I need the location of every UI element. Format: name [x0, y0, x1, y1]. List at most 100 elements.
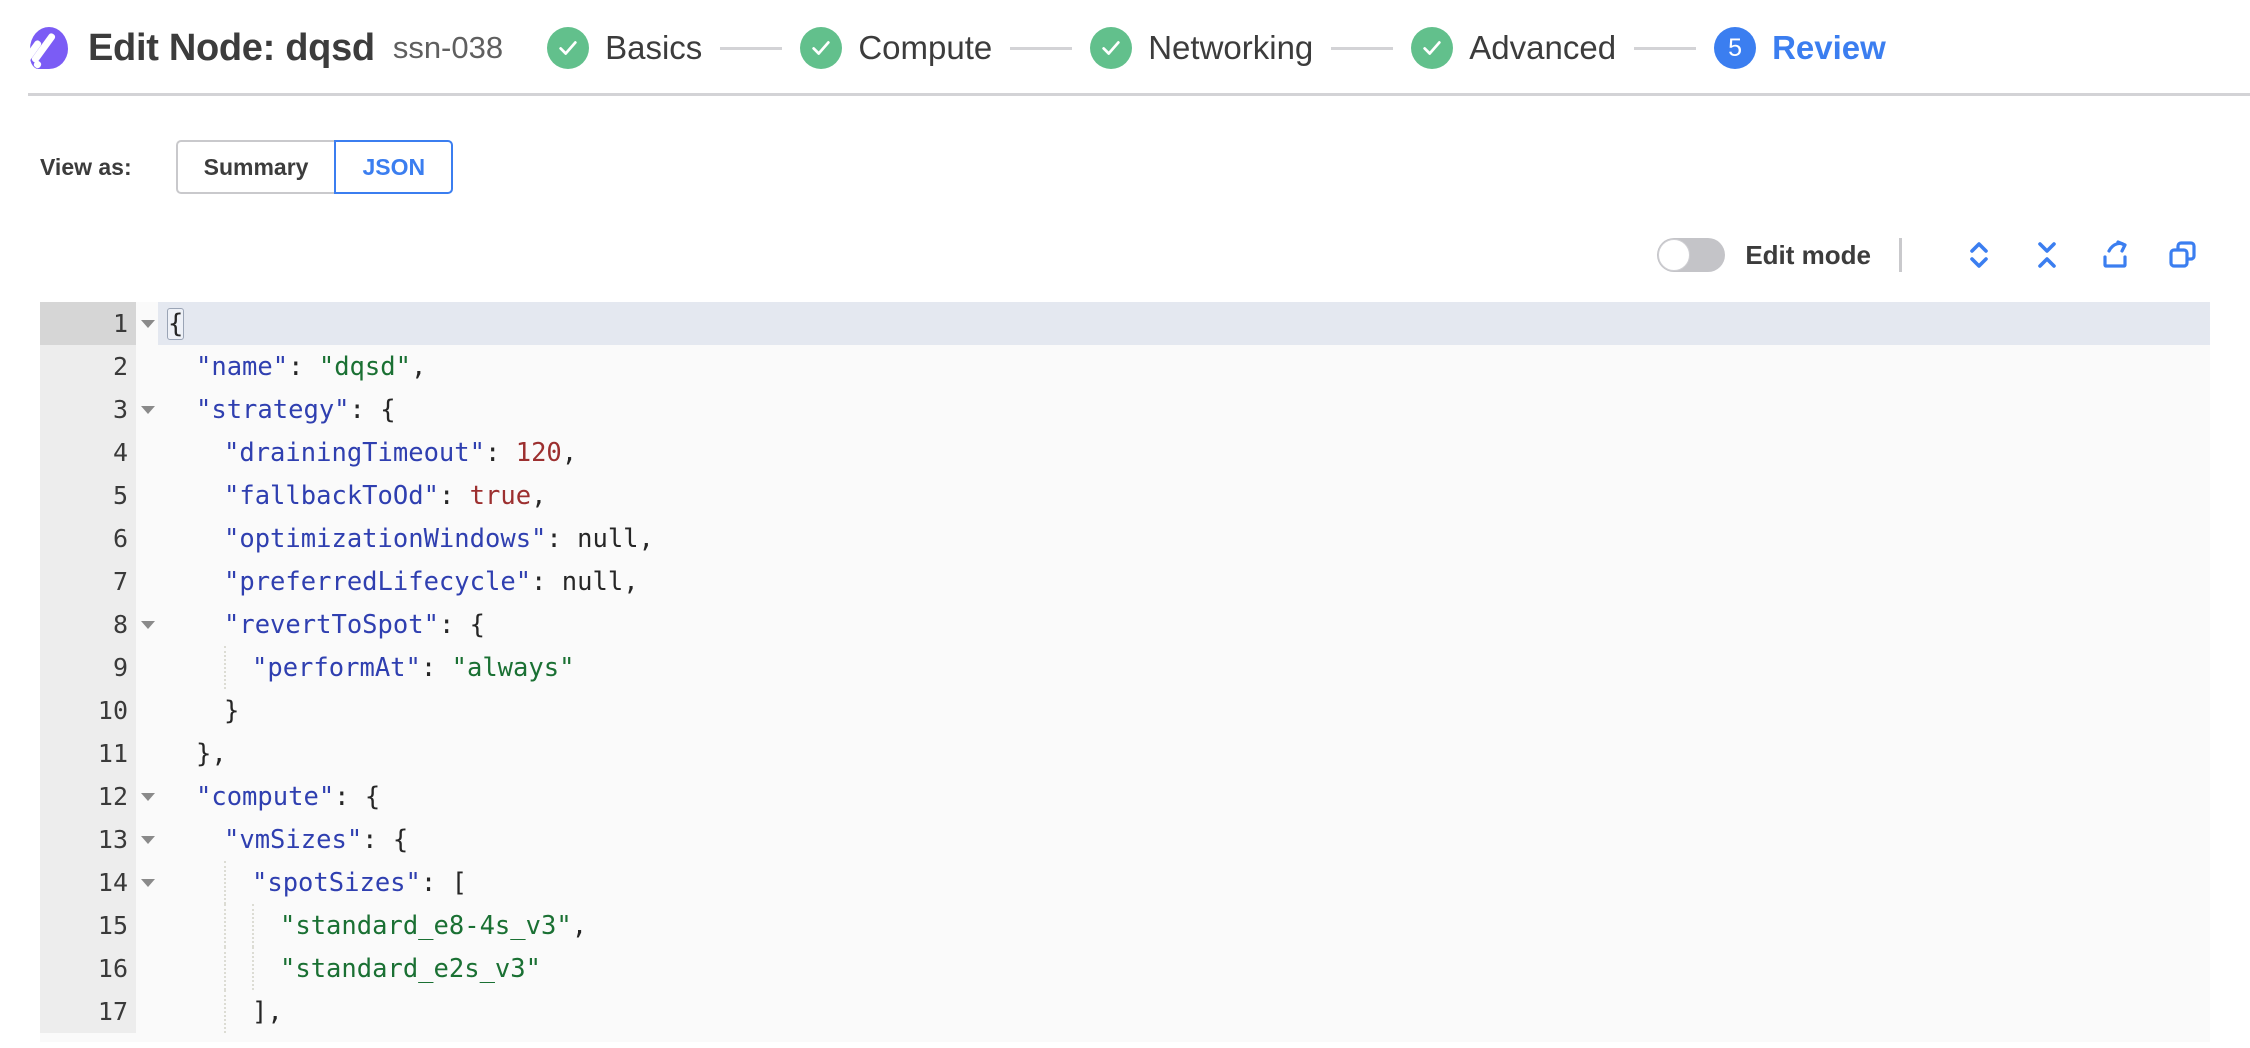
line-number-gutter: 3 — [40, 388, 136, 432]
edit-mode-toggle[interactable] — [1657, 238, 1726, 273]
line-number: 12 — [97, 782, 128, 812]
fold-spacer — [138, 947, 158, 990]
token-key: "optimizationWindows" — [224, 523, 547, 554]
toolbar-divider — [1899, 238, 1902, 273]
token-punct: , — [638, 523, 654, 554]
check-icon — [1411, 27, 1454, 69]
token-punct: , — [571, 910, 588, 941]
check-icon — [1090, 27, 1133, 69]
fold-toggle-icon[interactable] — [138, 818, 158, 861]
toggle-knob — [1658, 239, 1691, 272]
code-line[interactable]: 14 "spotSizes": [ — [40, 861, 2210, 905]
code-text: "preferredLifecycle": null, — [158, 560, 2210, 604]
line-number: 2 — [112, 352, 128, 382]
collapse-all-icon[interactable] — [2028, 236, 2066, 274]
line-number: 13 — [97, 825, 128, 855]
token-punct: : — [485, 437, 516, 468]
indent-guide — [224, 861, 226, 905]
step-number: 5 — [1728, 33, 1743, 62]
code-text: "spotSizes": [ — [158, 861, 2210, 905]
spot-logo — [22, 25, 68, 71]
token-punct: ], — [252, 996, 283, 1027]
stepper-step-compute[interactable]: Compute — [800, 27, 992, 69]
check-icon — [800, 27, 843, 69]
line-number: 16 — [97, 954, 128, 984]
line-number: 8 — [112, 610, 128, 640]
token-bracket: { — [166, 307, 185, 340]
code-line[interactable]: 16"standard_e2s_v3" — [40, 947, 2210, 991]
code-lines: 1{2"name": "dqsd",3"strategy": {4"draini… — [40, 302, 2210, 1034]
edit-mode-label: Edit mode — [1745, 239, 1871, 270]
expand-all-icon[interactable] — [1960, 236, 1998, 274]
line-number-gutter: 13 — [40, 818, 136, 862]
fold-spacer — [138, 904, 158, 947]
stepper-step-label: Compute — [858, 29, 993, 66]
code-line[interactable]: 5"fallbackToOd": true, — [40, 474, 2210, 518]
line-number: 5 — [112, 481, 128, 511]
export-icon[interactable] — [2096, 236, 2134, 274]
code-line[interactable]: 6"optimizationWindows": null, — [40, 517, 2210, 561]
step-connector — [720, 46, 783, 50]
view-as-label: View as: — [40, 153, 132, 180]
stepper-step-advanced[interactable]: Advanced — [1411, 27, 1616, 69]
fold-spacer — [138, 560, 158, 603]
fold-toggle-icon[interactable] — [138, 775, 158, 818]
stepper-step-networking[interactable]: Networking — [1090, 27, 1313, 69]
view-as-option-json[interactable]: JSON — [334, 140, 454, 195]
step-number-badge: 5 — [1714, 27, 1757, 69]
code-line[interactable]: 2 "name": "dqsd", — [40, 345, 2210, 389]
fold-spacer — [138, 732, 158, 775]
code-line[interactable]: 1{ — [40, 302, 2210, 346]
code-line[interactable]: 13 "vmSizes": { — [40, 818, 2210, 862]
code-line[interactable]: 15"standard_e8-4s_v3", — [40, 904, 2210, 948]
code-line[interactable]: 8"revertToSpot": { — [40, 603, 2210, 647]
stepper-step-label: Advanced — [1469, 29, 1617, 66]
view-as-option-summary[interactable]: Summary — [175, 140, 335, 195]
code-text: }, — [158, 732, 2210, 776]
line-number: 14 — [97, 868, 128, 898]
line-number: 15 — [97, 911, 128, 941]
line-number-gutter: 9 — [40, 646, 136, 690]
token-key: "compute" — [196, 781, 335, 812]
line-number: 3 — [112, 395, 128, 425]
code-line[interactable]: 12 "compute": { — [40, 775, 2210, 819]
code-line[interactable]: 4"drainingTimeout": 120, — [40, 431, 2210, 475]
fold-spacer — [138, 990, 158, 1033]
code-line[interactable]: 17], — [40, 990, 2210, 1034]
code-line[interactable]: 10} — [40, 689, 2210, 733]
token-punct: : — [531, 566, 562, 597]
token-punct: , — [531, 480, 547, 511]
code-line[interactable]: 7 "preferredLifecycle": null, — [40, 560, 2210, 604]
code-text: { — [158, 302, 2210, 346]
line-number-gutter: 16 — [40, 947, 136, 991]
stepper-step-basics[interactable]: Basics — [547, 27, 702, 69]
code-text: "vmSizes": { — [158, 818, 2210, 862]
code-line[interactable]: 9"performAt": "always" — [40, 646, 2210, 690]
code-text: "name": "dqsd", — [158, 345, 2210, 389]
fold-toggle-icon[interactable] — [138, 861, 158, 904]
line-number-gutter: 1 — [40, 302, 136, 346]
fold-toggle-icon[interactable] — [138, 603, 158, 646]
token-punct: : — [546, 523, 578, 554]
line-number-gutter: 14 — [40, 861, 136, 905]
indent-guide — [252, 947, 254, 991]
fold-spacer — [138, 474, 158, 517]
code-line[interactable]: 3"strategy": { — [40, 388, 2210, 432]
fold-spacer — [138, 431, 158, 474]
json-editor[interactable]: 1{2"name": "dqsd",3"strategy": {4"draini… — [40, 302, 2210, 1043]
token-punct: : { — [362, 824, 409, 855]
fold-toggle-icon[interactable] — [138, 388, 158, 431]
copy-icon[interactable] — [2164, 236, 2202, 274]
token-key: "performAt" — [252, 652, 421, 683]
line-number: 7 — [112, 567, 128, 597]
code-line[interactable]: 11}, — [40, 732, 2210, 776]
token-punct: } — [224, 695, 240, 726]
token-key: "fallbackToOd" — [224, 480, 439, 511]
token-key: "preferredLifecycle" — [224, 566, 532, 597]
token-punct: : { — [334, 781, 381, 812]
token-punct: }, — [196, 738, 227, 769]
fold-toggle-icon[interactable] — [138, 302, 158, 345]
